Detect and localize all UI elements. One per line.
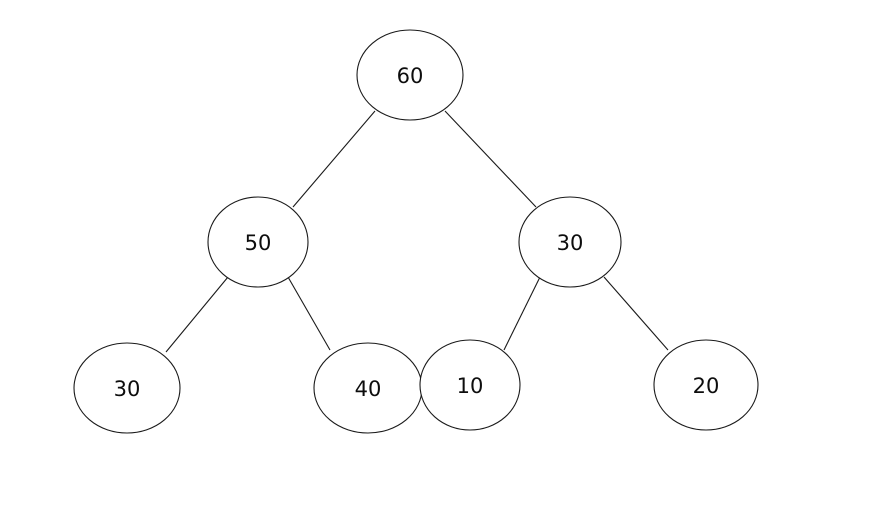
node-label: 50 xyxy=(245,231,272,255)
tree-node[interactable]: 10 xyxy=(419,339,521,431)
tree-edge xyxy=(444,110,537,208)
node-circle xyxy=(356,29,464,121)
tree-node[interactable]: 40 xyxy=(313,342,423,434)
tree-node[interactable]: 50 xyxy=(207,196,309,288)
tree-node[interactable]: 60 xyxy=(356,29,464,121)
tree-node[interactable]: 20 xyxy=(653,339,759,431)
tree-node[interactable]: 30 xyxy=(518,196,622,288)
node-label: 30 xyxy=(557,231,584,255)
node-circle xyxy=(518,196,622,288)
node-label: 60 xyxy=(397,64,424,88)
nodes-group: 60 50 30 30 40 10 20 xyxy=(73,29,759,434)
tree-edge xyxy=(287,276,331,351)
node-label: 20 xyxy=(693,374,720,398)
tree-edge xyxy=(292,110,376,208)
node-circle xyxy=(419,339,521,431)
tree-edge xyxy=(603,276,669,351)
edges-group xyxy=(165,110,669,353)
node-label: 10 xyxy=(457,374,484,398)
node-circle xyxy=(73,342,181,434)
node-label: 40 xyxy=(355,377,382,401)
tree-node[interactable]: 30 xyxy=(73,342,181,434)
node-label: 30 xyxy=(114,377,141,401)
node-circle xyxy=(653,339,759,431)
tree-edge xyxy=(503,276,541,351)
node-circle xyxy=(207,196,309,288)
tree-edge xyxy=(165,276,229,353)
